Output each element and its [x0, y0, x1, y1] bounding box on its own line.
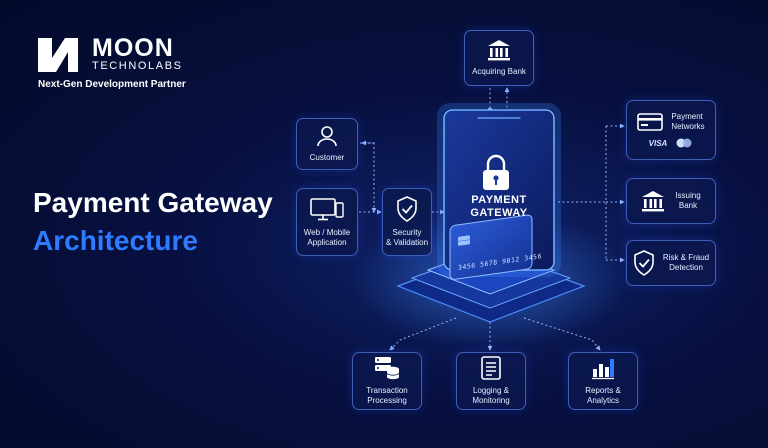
node-reports-analytics: Reports & Analytics [568, 352, 638, 410]
bar-chart-icon [592, 359, 614, 380]
shield-check-icon [634, 250, 654, 276]
node-payment-networks: Payment Networks VISA [626, 100, 716, 160]
page-title-line2: Architecture [33, 225, 198, 256]
node-transaction-processing: Transaction Processing [352, 352, 422, 410]
page-title-line1: Payment Gateway [33, 187, 273, 218]
gateway-title: PAYMENT GATEWAY [470, 194, 528, 219]
node-label: Transaction Processing [366, 386, 408, 405]
node-label: Customer [309, 153, 345, 162]
node-label: Acquiring Bank [472, 67, 526, 76]
gateway-panel-glow [437, 103, 561, 277]
bank-icon [488, 40, 510, 61]
user-icon [317, 126, 337, 147]
line-to-transaction [389, 317, 457, 351]
node-security-validation: Security & Validation [382, 188, 432, 256]
node-customer: Customer [296, 118, 358, 170]
node-label: Logging & Monitoring [472, 386, 510, 405]
brand-name: MOON [92, 34, 174, 62]
server-database-icon [375, 357, 400, 380]
brand-subtitle: TECHNOLABS [92, 60, 183, 72]
mastercard-icon [676, 138, 692, 148]
node-label: Reports & Analytics [585, 386, 621, 405]
node-label: Risk & Fraud Detection [662, 253, 710, 272]
document-list-icon [481, 356, 501, 380]
node-web-mobile: Web / Mobile Application [296, 188, 358, 256]
padlock-icon [483, 154, 509, 190]
bank-icon [642, 191, 665, 212]
devices-icon [310, 197, 344, 220]
credit-card-icon [637, 113, 664, 131]
credit-card-graphic [449, 214, 533, 280]
visa-logo: VISA [648, 138, 668, 148]
node-label: Security & Validation [385, 228, 429, 247]
node-label: Payment Networks [671, 112, 705, 131]
moon-logo-icon [38, 38, 78, 72]
node-acquiring-bank: Acquiring Bank [464, 30, 534, 86]
shield-check-icon [397, 196, 417, 222]
node-label: Issuing Bank [675, 191, 701, 210]
line-customer-security [360, 142, 377, 213]
node-risk-fraud: Risk & Fraud Detection [626, 240, 716, 286]
line-to-reports [523, 317, 601, 351]
node-logging-monitoring: Logging & Monitoring [456, 352, 526, 410]
node-label: Web / Mobile Application [303, 227, 351, 247]
node-issuing-bank: Issuing Bank [626, 178, 716, 224]
brand-tagline: Next-Gen Development Partner [38, 79, 186, 90]
